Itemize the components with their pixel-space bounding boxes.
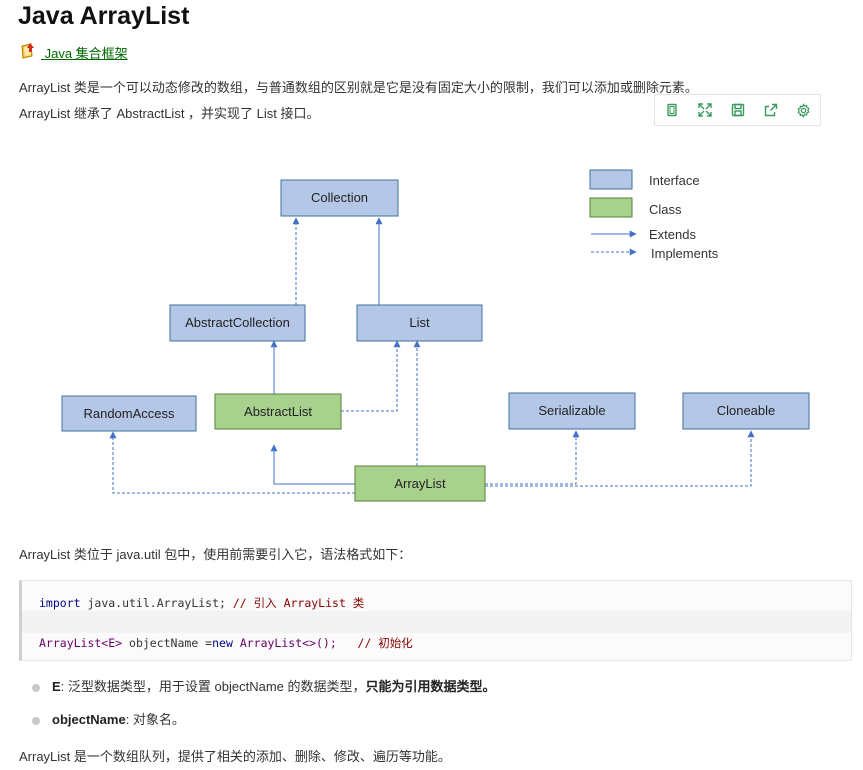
code-block: import java.util.ArrayList; // 引入 ArrayL… bbox=[19, 580, 852, 661]
svg-text:List: List bbox=[409, 315, 430, 330]
legend-extends-label: Extends bbox=[649, 227, 696, 242]
page-title: Java ArrayList bbox=[18, 2, 190, 30]
node-random-access: RandomAccess bbox=[61, 395, 197, 432]
extends-arrow bbox=[270, 444, 355, 485]
implements-arrow bbox=[485, 430, 580, 485]
settings-icon[interactable] bbox=[791, 99, 817, 121]
svg-text:Serializable: Serializable bbox=[538, 403, 605, 418]
share-icon[interactable] bbox=[758, 99, 784, 121]
svg-text:ArrayList: ArrayList bbox=[394, 476, 446, 491]
node-cloneable: Cloneable bbox=[682, 392, 810, 430]
list-item: objectName: 对象名。 bbox=[32, 711, 496, 744]
svg-text:AbstractCollection: AbstractCollection bbox=[185, 315, 290, 330]
node-collection: Collection bbox=[280, 179, 399, 217]
related-link-row: Java 集合框架 bbox=[19, 42, 128, 63]
svg-text:AbstractList: AbstractList bbox=[244, 404, 312, 419]
node-array-list: ArrayList bbox=[354, 465, 486, 502]
java-collections-link[interactable]: Java 集合框架 bbox=[41, 46, 128, 61]
node-list: List bbox=[356, 304, 483, 342]
parameter-list: E: 泛型数据类型，用于设置 objectName 的数据类型，只能为引用数据类… bbox=[32, 678, 496, 744]
legend-interface-label: Interface bbox=[649, 173, 700, 188]
implements-arrow bbox=[485, 430, 755, 487]
svg-text:RandomAccess: RandomAccess bbox=[83, 406, 175, 421]
book-icon bbox=[19, 42, 39, 63]
legend-implements-label: Implements bbox=[651, 246, 719, 261]
implements-arrow bbox=[109, 431, 355, 494]
legend-interface-swatch bbox=[589, 169, 633, 190]
implements-arrow bbox=[341, 340, 401, 412]
node-abstract-list: AbstractList bbox=[214, 393, 342, 430]
node-abstract-collection: AbstractCollection bbox=[169, 304, 306, 342]
code-toolbar bbox=[654, 94, 821, 126]
import-intro: ArrayList 类位于 java.util 包中，使用前需要引入它，语法格式… bbox=[19, 547, 412, 562]
footer-paragraph: ArrayList 是一个数组队列，提供了相关的添加、删除、修改、遍历等功能。 bbox=[19, 749, 451, 764]
fullscreen-icon[interactable] bbox=[692, 99, 718, 121]
node-serializable: Serializable bbox=[508, 392, 636, 430]
arraylist-hierarchy-diagram: Collection AbstractCollection List Rando… bbox=[61, 169, 810, 502]
code-line-init: ArrayList<E> objectName =new ArrayList<>… bbox=[39, 636, 413, 650]
legend-class-swatch bbox=[589, 197, 633, 218]
save-icon[interactable] bbox=[725, 99, 751, 121]
copy-icon[interactable] bbox=[659, 99, 685, 121]
diagram-legend: Interface Class Extends Implements bbox=[589, 169, 719, 261]
list-item: E: 泛型数据类型，用于设置 objectName 的数据类型，只能为引用数据类… bbox=[32, 678, 496, 711]
svg-text:Cloneable: Cloneable bbox=[717, 403, 776, 418]
svg-text:Collection: Collection bbox=[311, 190, 368, 205]
legend-class-label: Class bbox=[649, 202, 682, 217]
intro-paragraph-1: ArrayList 类是一个可以动态修改的数组，与普通数组的区别就是它是没有固定… bbox=[19, 80, 698, 95]
code-line-import: import java.util.ArrayList; // 引入 ArrayL… bbox=[39, 596, 365, 610]
intro-paragraph-2: ArrayList 继承了 AbstractList ，并实现了 List 接口… bbox=[19, 106, 320, 121]
